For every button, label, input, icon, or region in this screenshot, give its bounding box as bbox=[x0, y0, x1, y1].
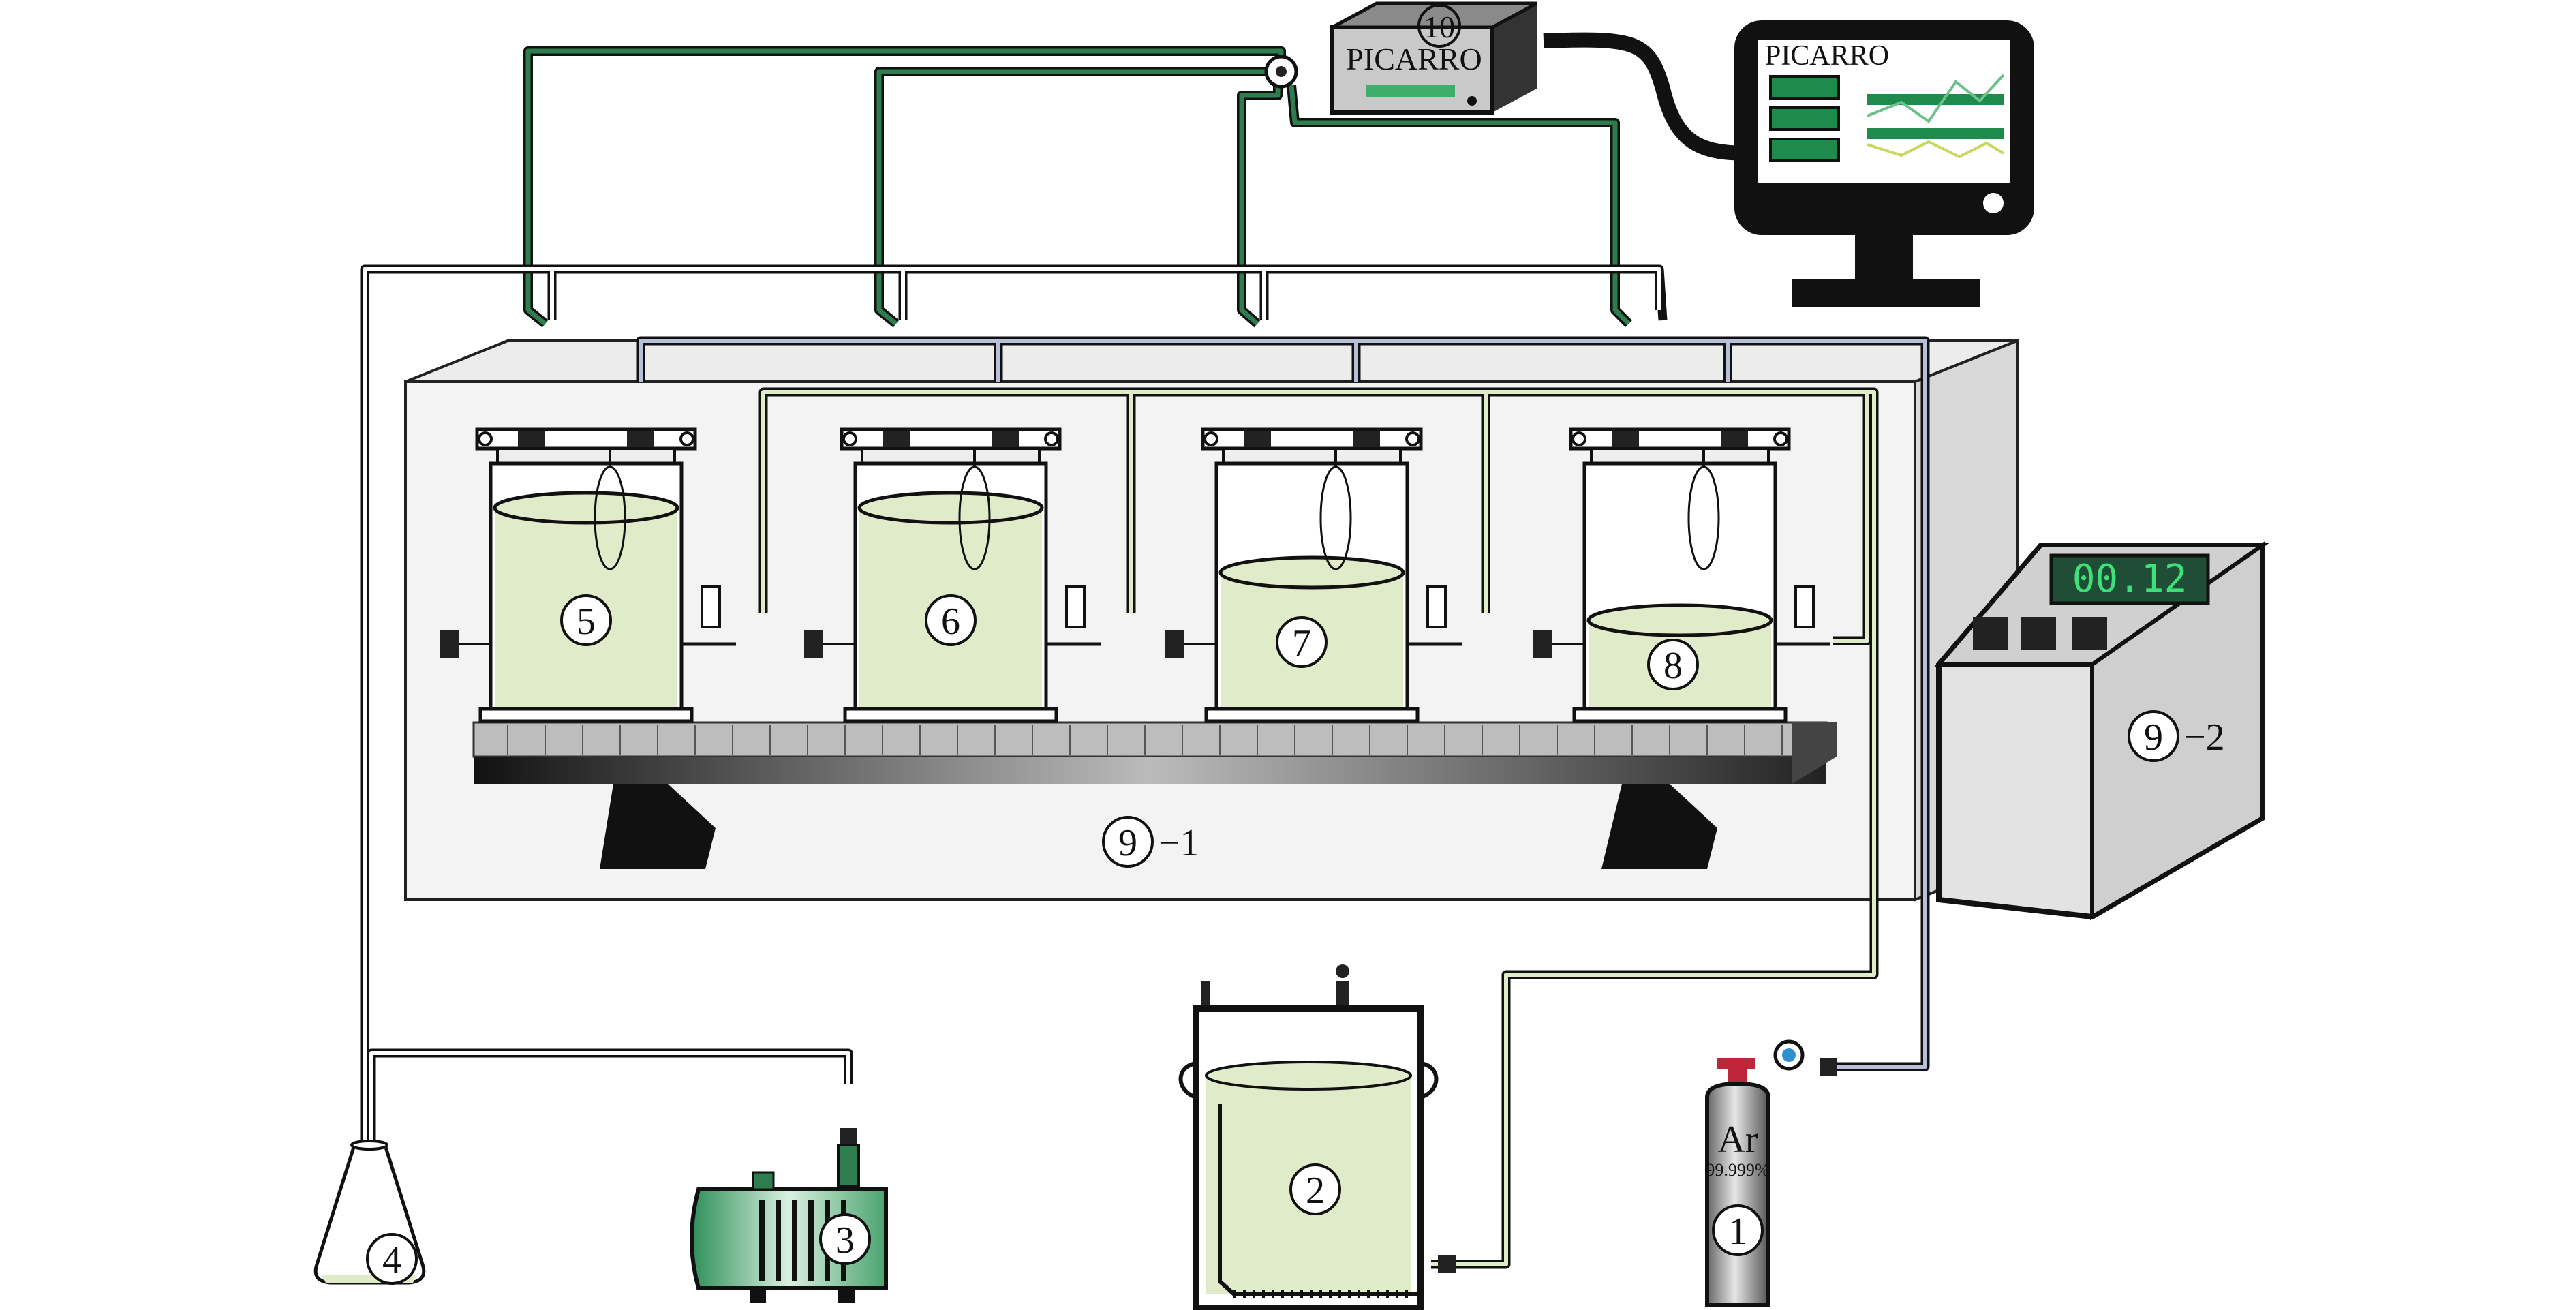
label-8: 8 bbox=[1647, 639, 1699, 690]
label-5: 5 bbox=[560, 594, 612, 646]
svg-text:2: 2 bbox=[1306, 1170, 1325, 1212]
svg-text:9: 9 bbox=[1118, 822, 1137, 864]
valves bbox=[840, 55, 1837, 1273]
component-labels: 5 6 7 8 9 −1 9 −2 2 1 3 4 bbox=[366, 594, 2225, 1285]
analyzer-brand: PICARRO bbox=[1346, 42, 1482, 76]
shaker-tray bbox=[472, 721, 1837, 869]
controller-knob-2 bbox=[2021, 617, 2056, 650]
label-4: 4 bbox=[366, 1233, 418, 1285]
label-10: 10 bbox=[1424, 10, 1455, 44]
label-9-2: 9 −2 bbox=[2128, 710, 2225, 762]
monitor: PICARRO bbox=[1734, 20, 2034, 307]
picarro-analyzer: PICARRO 10 bbox=[1330, 1, 1538, 115]
svg-text:4: 4 bbox=[382, 1239, 401, 1281]
svg-text:−2: −2 bbox=[2184, 716, 2225, 759]
label-2: 2 bbox=[1289, 1163, 1341, 1215]
svg-text:6: 6 bbox=[941, 600, 960, 643]
cylinder-purity-label: 99.999% bbox=[1706, 1160, 1769, 1180]
piping bbox=[360, 32, 1930, 1269]
svg-text:9: 9 bbox=[2144, 716, 2163, 759]
monitor-brand: PICARRO bbox=[1765, 40, 1889, 72]
reactor-7 bbox=[1165, 427, 1462, 723]
svg-text:−1: −1 bbox=[1159, 822, 1199, 864]
reactor-6 bbox=[804, 427, 1101, 723]
svg-text:5: 5 bbox=[577, 600, 596, 643]
controller-display-value: 00.12 bbox=[2072, 557, 2188, 601]
label-6: 6 bbox=[925, 594, 977, 646]
liquid-storage-tank bbox=[1178, 964, 1439, 1310]
label-1: 1 bbox=[1712, 1204, 1764, 1256]
svg-text:8: 8 bbox=[1663, 645, 1683, 687]
cylinder-gas-label: Ar bbox=[1717, 1118, 1758, 1161]
svg-text:3: 3 bbox=[835, 1219, 855, 1262]
label-3: 3 bbox=[819, 1213, 871, 1265]
controller-knob-1 bbox=[1973, 617, 2008, 650]
argon-cylinder: Ar 99.999% bbox=[1705, 1039, 1805, 1307]
label-7: 7 bbox=[1276, 616, 1328, 668]
svg-text:1: 1 bbox=[1728, 1210, 1747, 1253]
controller-knob-3 bbox=[2072, 617, 2107, 650]
controller-display bbox=[2049, 553, 2210, 605]
label-9-1: 9 −1 bbox=[1102, 816, 1199, 868]
svg-text:7: 7 bbox=[1292, 622, 1311, 665]
